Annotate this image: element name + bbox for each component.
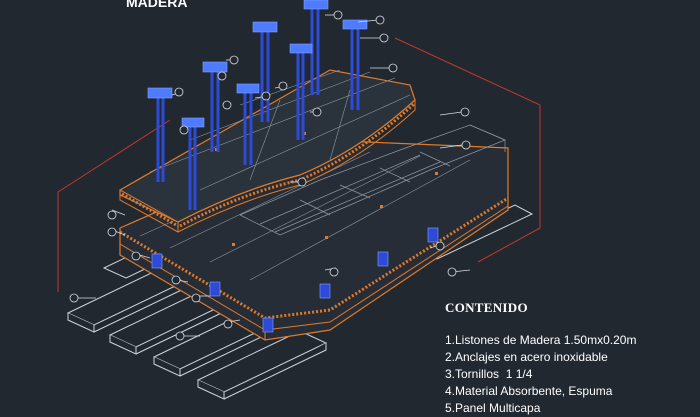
legend-title: CONTENIDO	[445, 300, 528, 315]
callouts	[69, 10, 471, 341]
bottom-anchors	[151, 227, 439, 333]
legend-item-3: 3.Tornillos 1 1/4	[445, 367, 533, 381]
drawing-title: MADERA	[126, 0, 187, 10]
legend-item-1: 1.Listones de Madera 1.50mx0.20m	[445, 333, 637, 347]
legend-item-4: 4.Material Absorbente, Espuma	[445, 384, 613, 398]
absorbent-layer	[239, 124, 506, 236]
batten	[196, 330, 328, 400]
legend: CONTENIDO 1.Listones de Madera 1.50mx0.2…	[445, 300, 695, 417]
anchor-caps	[147, 0, 368, 128]
section-cut-lines	[57, 37, 541, 292]
steel-anchors	[156, 8, 360, 210]
legend-item-2: 2.Anclajes en acero inoxidable	[445, 350, 608, 364]
legend-item-5: 5.Panel Multicapa	[445, 401, 541, 415]
